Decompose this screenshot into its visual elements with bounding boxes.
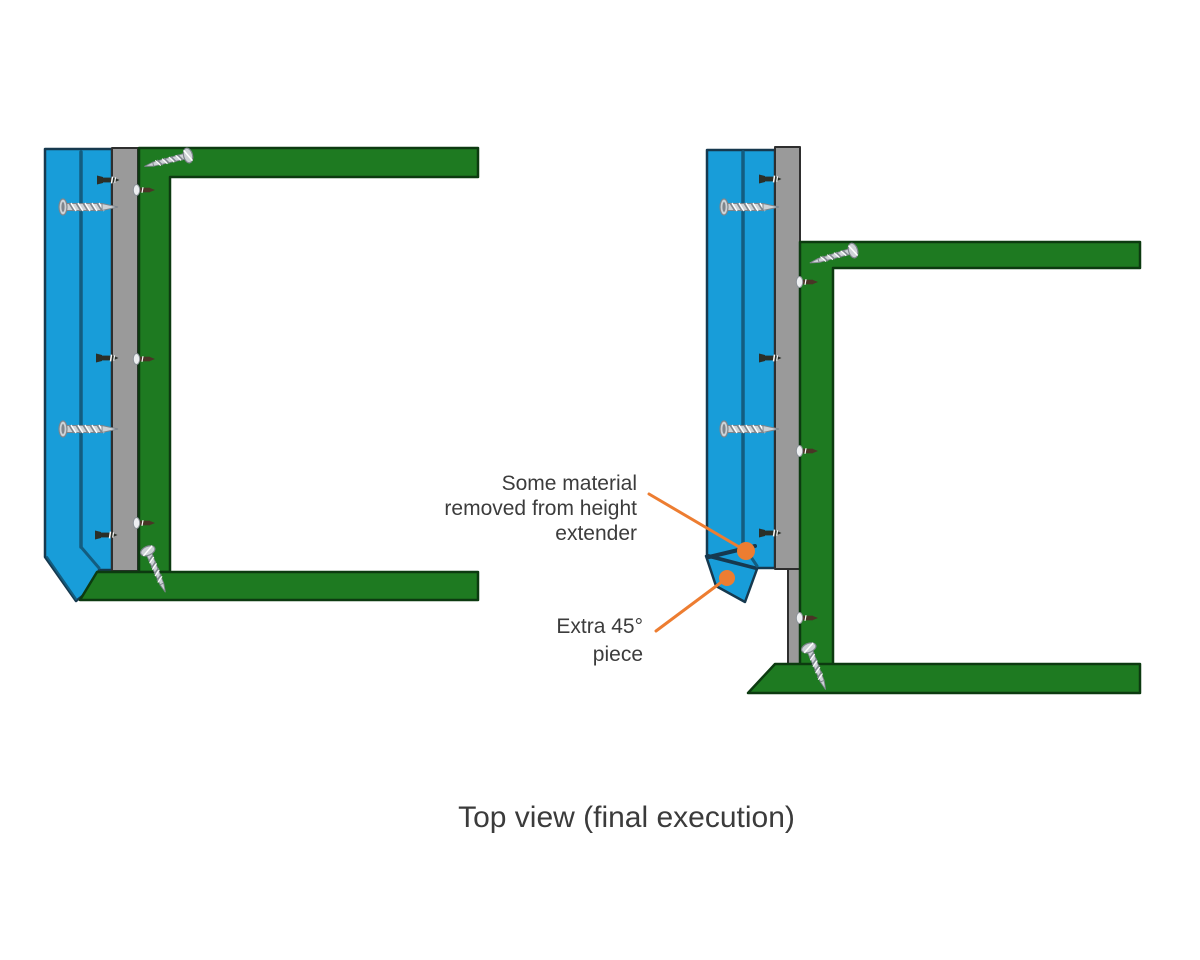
dark-screw-icon: [97, 175, 120, 185]
glint-screw-icon: [795, 612, 818, 624]
annotation-line: extender: [555, 522, 637, 545]
annotation-line: Extra 45°: [556, 615, 643, 638]
dark-screw-icon: [95, 530, 118, 540]
leader-material-removed: [647, 492, 748, 553]
annotation-extra-piece: Extra 45° piece: [556, 613, 643, 669]
left-green-bottom-bar: [78, 570, 480, 602]
dot-material-removed: [737, 542, 755, 560]
dark-screw-icon: [96, 353, 119, 363]
annotation-line: piece: [592, 643, 643, 666]
dark-screw-icon: [759, 353, 782, 363]
diag-screw-icon: [144, 147, 194, 167]
dark-screw-icon: [759, 174, 782, 184]
caption-top-view: Top view (final execution): [458, 801, 795, 834]
left-green-frame: [137, 146, 480, 574]
long-screw-icon: [719, 420, 780, 438]
right-green-bottom-bar: [746, 662, 1142, 695]
long-screw-icon: [58, 198, 119, 216]
annotation-material-removed: Some material removed from height extend…: [444, 471, 637, 546]
diag-screw-icon: [800, 642, 827, 690]
glint-screw-icon: [795, 276, 818, 288]
diag-screw-icon: [809, 242, 859, 264]
dark-screw-icon: [759, 528, 782, 538]
long-screw-icon: [58, 420, 119, 438]
left-blue-fold: [46, 556, 77, 600]
glint-screw-icon: [132, 517, 155, 529]
right-green-frame: [798, 240, 1142, 667]
left-blue-seam-bend: [79, 545, 101, 570]
diag-screw-icon: [140, 545, 166, 593]
right-blue-profile: [705, 148, 777, 570]
annotation-line: removed from height: [444, 497, 637, 520]
leader-extra-piece: [654, 576, 729, 633]
dot-extra-piece: [719, 570, 735, 586]
annotation-line: Some material: [501, 472, 637, 495]
glint-screw-icon: [132, 353, 155, 365]
long-screw-icon: [719, 198, 780, 216]
glint-screw-icon: [795, 445, 818, 457]
glint-screw-icon: [132, 184, 155, 196]
